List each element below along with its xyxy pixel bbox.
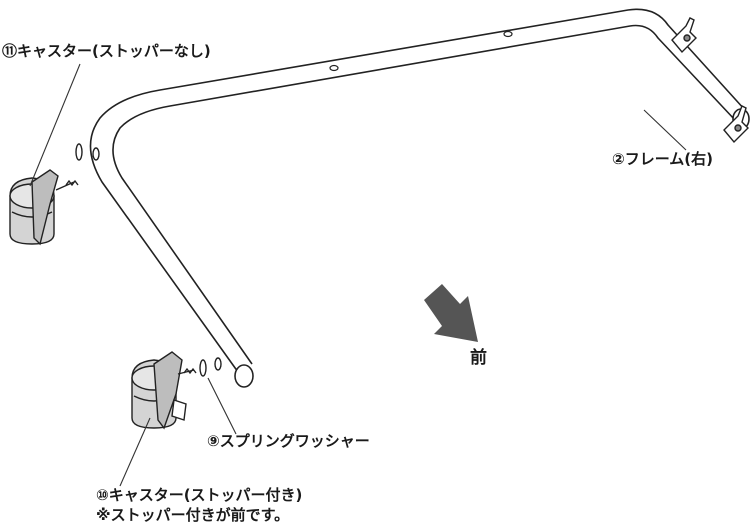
frame-outer-line [89, 8, 746, 373]
leader-caster-with-stopper [119, 417, 151, 487]
washer-top [75, 143, 100, 161]
label-caster-no-stopper: ⑪キャスター(ストッパーなし) [2, 42, 211, 60]
label-spring-washer: ⑨スプリングワッシャー [207, 432, 370, 450]
label-note: ※ストッパー付きが前です。 [96, 506, 290, 524]
caster-no-stopper [9, 169, 79, 246]
caster-with-stopper [131, 351, 197, 430]
frame-inner-line [112, 24, 736, 365]
leader-caster-no-stopper [29, 63, 81, 187]
frame-bracket-bottom [723, 105, 749, 144]
label-caster-with-stopper: ⑩キャスター(ストッパー付き) [96, 486, 303, 504]
leader-spring-washer [207, 377, 237, 435]
frame-hole-1 [329, 64, 339, 72]
leader-lines [29, 63, 687, 487]
leader-frame-right [643, 109, 687, 151]
frame-tube [89, 8, 746, 373]
label-front: 前 [470, 348, 487, 368]
washer-bottom [199, 357, 222, 377]
frame-end-left [234, 364, 254, 388]
frame-hole-2 [503, 30, 513, 38]
frame-bracket-top [671, 17, 697, 54]
label-frame-right: ②フレーム(右) [612, 150, 713, 168]
front-arrow-icon [424, 284, 478, 342]
